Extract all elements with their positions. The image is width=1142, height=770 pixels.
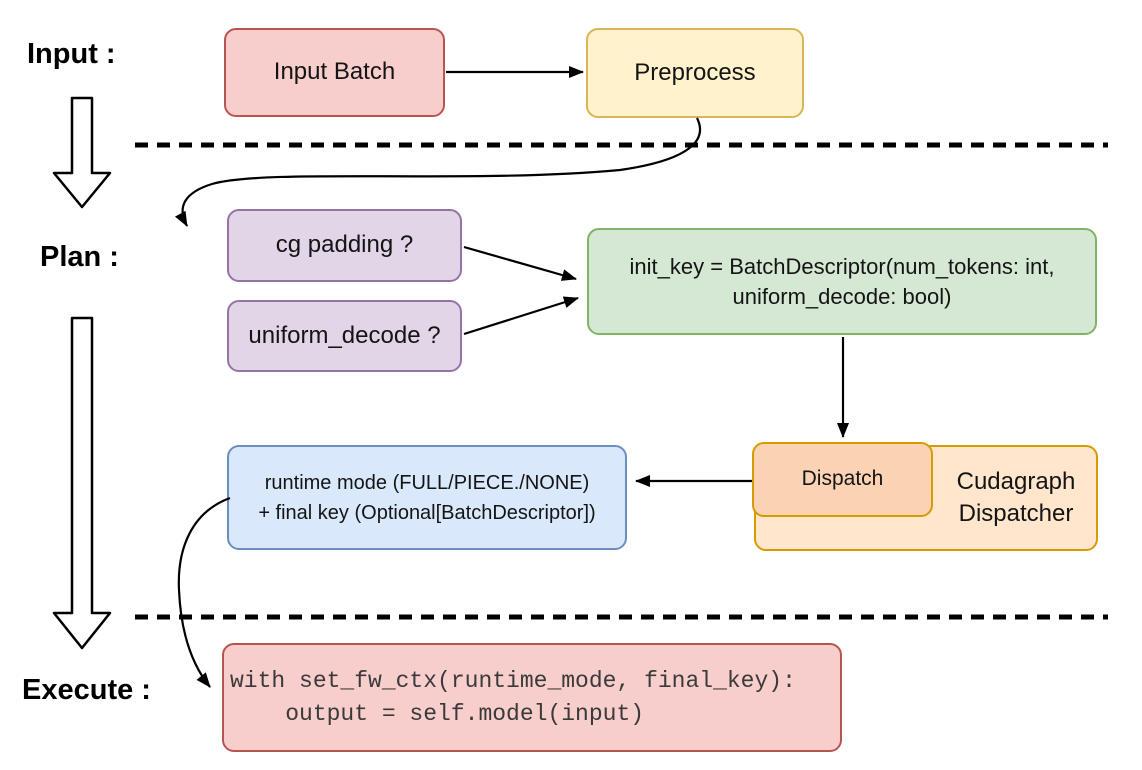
cudagraph-dispatcher-line2: Dispatcher <box>958 500 1074 527</box>
node-preprocess: Preprocess <box>586 28 804 118</box>
stage-arrow-input-plan <box>52 96 112 209</box>
node-cg-padding-label: cg padding ? <box>275 231 414 259</box>
node-init-key-line1: init_key = BatchDescriptor(num_tokens: i… <box>629 253 1055 279</box>
execute-code-line2: output = self.model(input) <box>230 700 645 727</box>
stage-label-execute: Execute : <box>22 674 151 706</box>
node-execute-code: with set_fw_ctx(runtime_mode, final_key)… <box>222 643 842 752</box>
node-runtime-mode-line2: + final key (Optional[BatchDescriptor]) <box>258 501 596 524</box>
edge-cgpadding-initkey <box>463 245 577 281</box>
node-cg-padding: cg padding ? <box>227 209 462 282</box>
node-runtime-mode: runtime mode (FULL/PIECE./NONE) + final … <box>227 445 627 550</box>
stage-label-plan: Plan : <box>40 241 119 273</box>
node-dispatch: Dispatch <box>752 442 933 517</box>
node-input-batch: Input Batch <box>224 28 445 117</box>
node-uniform-decode: uniform_decode ? <box>227 300 462 372</box>
node-init-key: init_key = BatchDescriptor(num_tokens: i… <box>587 228 1097 335</box>
edge-uniformdecode-initkey <box>463 296 579 336</box>
execute-code-line1: with set_fw_ctx(runtime_mode, final_key)… <box>230 667 796 694</box>
node-uniform-decode-label: uniform_decode ? <box>248 321 441 349</box>
node-runtime-mode-line1: runtime mode (FULL/PIECE./NONE) <box>264 471 590 494</box>
node-init-key-line2: uniform_decode: bool) <box>732 283 952 309</box>
stage-arrow-plan-execute <box>52 316 112 650</box>
node-preprocess-label: Preprocess <box>634 58 756 86</box>
cudagraph-dispatcher-line1: Cudagraph <box>956 468 1076 495</box>
stage-label-input: Input : <box>27 38 116 70</box>
cudagraph-dispatcher-label: Cudagraph Dispatcher <box>933 466 1099 530</box>
node-input-batch-label: Input Batch <box>273 58 396 86</box>
node-dispatch-label: Dispatch <box>801 467 884 491</box>
